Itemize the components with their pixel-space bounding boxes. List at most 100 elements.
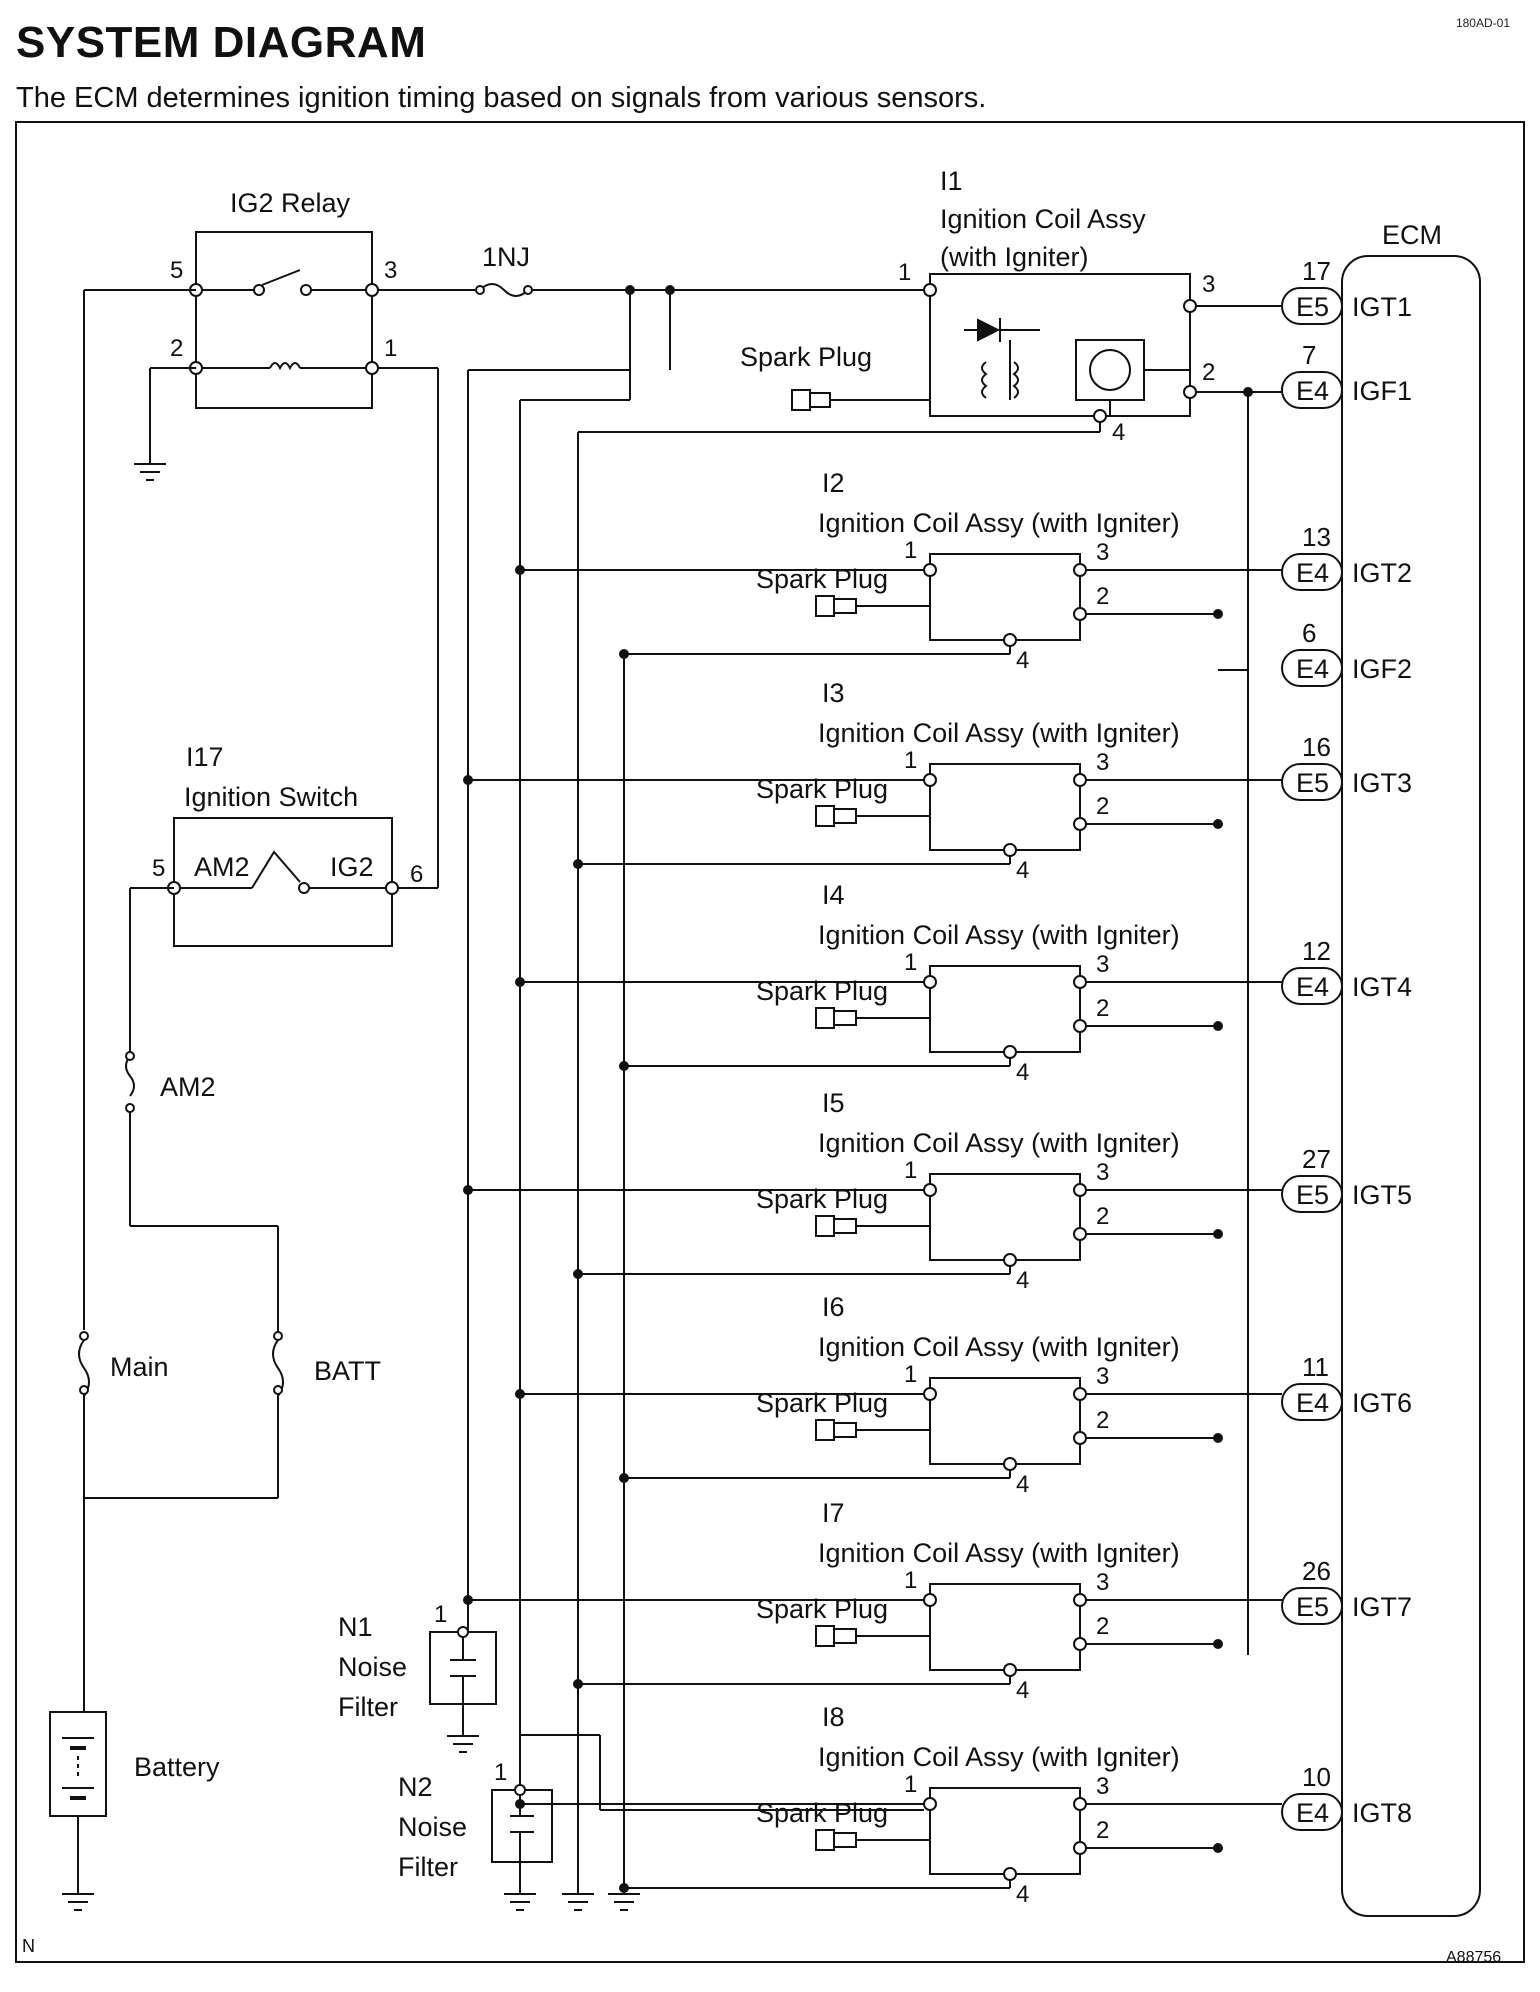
junction-dot: [515, 565, 525, 575]
coil-i1-name2: (with Igniter): [940, 242, 1089, 272]
ecm-pin-number: 17: [1302, 256, 1331, 286]
ecm-pin-number: 11: [1302, 1352, 1329, 1382]
fuse-1nj-label: 1NJ: [482, 242, 530, 272]
ecm-label: ECM: [1382, 220, 1442, 250]
ig2-relay-pin-1: 1: [384, 335, 397, 362]
junction-dot: [515, 977, 525, 987]
coil-box: [929, 763, 1081, 851]
ignition-switch-pin-5: 5: [152, 855, 165, 882]
fuse-main-label: Main: [110, 1352, 169, 1382]
ecm-pin-number: 27: [1302, 1144, 1331, 1174]
coil-pin-4: 4: [1016, 1059, 1029, 1086]
n1-line3: Filter: [338, 1692, 398, 1722]
coil-spark-plug-label: Spark Plug: [756, 774, 888, 804]
ignition-switch-box: [173, 817, 393, 947]
coil-spark-plug-label: Spark Plug: [756, 564, 888, 594]
connector-oval: [1281, 371, 1343, 409]
coil-name: Ignition Coil Assy (with Igniter): [818, 1538, 1180, 1568]
coil-name: Ignition Coil Assy (with Igniter): [818, 1742, 1180, 1772]
coil-pin-3: 3: [1096, 1773, 1109, 1800]
junction-dot: [1213, 1021, 1223, 1031]
battery-label: Battery: [134, 1752, 220, 1782]
ignition-switch-pin-6: 6: [410, 861, 423, 888]
coil-pin-2: 2: [1096, 583, 1109, 610]
junction-dot: [573, 859, 583, 869]
n2-pin: 1: [494, 1759, 507, 1786]
ecm-signal-name: IGT6: [1352, 1388, 1412, 1418]
coil-pin-3: 3: [1096, 1569, 1109, 1596]
coil-pin-2: 2: [1096, 1203, 1109, 1230]
coil-pin-4: 4: [1016, 857, 1029, 884]
coil-pin-3: 3: [1096, 749, 1109, 776]
coil-box: [929, 1787, 1081, 1875]
coil-i1-pin-2: 2: [1202, 359, 1215, 386]
coil-pin-1: 1: [904, 949, 917, 976]
fuse-batt-label: BATT: [314, 1356, 381, 1386]
coil-pin-3: 3: [1096, 1159, 1109, 1186]
junction-dot: [463, 1595, 473, 1605]
coil-pin-4: 4: [1016, 647, 1029, 674]
coil-name: Ignition Coil Assy (with Igniter): [818, 718, 1180, 748]
n1-pin: 1: [434, 1601, 447, 1628]
page-subtitle: The ECM determines ignition timing based…: [16, 82, 987, 114]
coil-spark-plug-label: Spark Plug: [756, 1388, 888, 1418]
connector-oval: [1281, 649, 1343, 687]
coil-pin-2: 2: [1096, 1613, 1109, 1640]
coil-i1-name: Ignition Coil Assy: [940, 204, 1146, 234]
coil-id: I6: [822, 1292, 845, 1322]
coil-id: I4: [822, 880, 845, 910]
diagram-frame: [15, 121, 1525, 1963]
ecm-signal-name: IGT1: [1352, 292, 1412, 322]
coil-spark-plug-label: Spark Plug: [756, 1594, 888, 1624]
page-title: SYSTEM DIAGRAM: [16, 18, 427, 67]
n1-id: N1: [338, 1612, 373, 1642]
coil-pin-2: 2: [1096, 793, 1109, 820]
coil-i1-pin-3: 3: [1202, 271, 1215, 298]
ig2-relay-label: IG2 Relay: [230, 188, 351, 218]
coil-i1-pin-1: 1: [898, 259, 911, 286]
ecm-signal-name: IGT8: [1352, 1798, 1412, 1828]
coil-pin-2: 2: [1096, 995, 1109, 1022]
ecm-signal-name: IGT2: [1352, 558, 1412, 588]
coil-box: [929, 553, 1081, 641]
ecm-connector-id: E4: [1296, 1388, 1329, 1418]
coil-id: I8: [822, 1702, 845, 1732]
ignition-switch-am2: AM2: [194, 852, 250, 882]
ecm-box: [1341, 255, 1481, 1917]
ecm-pin-number: 26: [1302, 1556, 1331, 1586]
connector-oval: [1281, 1383, 1343, 1421]
junction-dot: [1213, 1433, 1223, 1443]
junction-dot: [1213, 1229, 1223, 1239]
spark-plug-icon: [815, 1829, 835, 1851]
page-corner-mark: N: [22, 1936, 35, 1956]
coil-pin-4: 4: [1016, 1677, 1029, 1704]
ignition-switch-label: Ignition Switch: [184, 782, 358, 812]
connector-oval: [1281, 287, 1343, 325]
ecm-connector-id: E4: [1296, 558, 1329, 588]
connector-oval: [1281, 1587, 1343, 1625]
ignition-switch-id: I17: [186, 742, 224, 772]
junction-dot: [1213, 1843, 1223, 1853]
coil-pin-3: 3: [1096, 539, 1109, 566]
coil-i1-box: [929, 273, 1191, 417]
coil-i1-pin-4: 4: [1112, 419, 1125, 446]
coil-pin-1: 1: [904, 1567, 917, 1594]
ecm-signal-name: IGT3: [1352, 768, 1412, 798]
coil-pin-1: 1: [904, 1771, 917, 1798]
ecm-connector-id: E5: [1296, 292, 1329, 322]
ecm-connector-id: E4: [1296, 1798, 1329, 1828]
spark-plug-icon: [815, 805, 835, 827]
coil-pin-1: 1: [904, 747, 917, 774]
